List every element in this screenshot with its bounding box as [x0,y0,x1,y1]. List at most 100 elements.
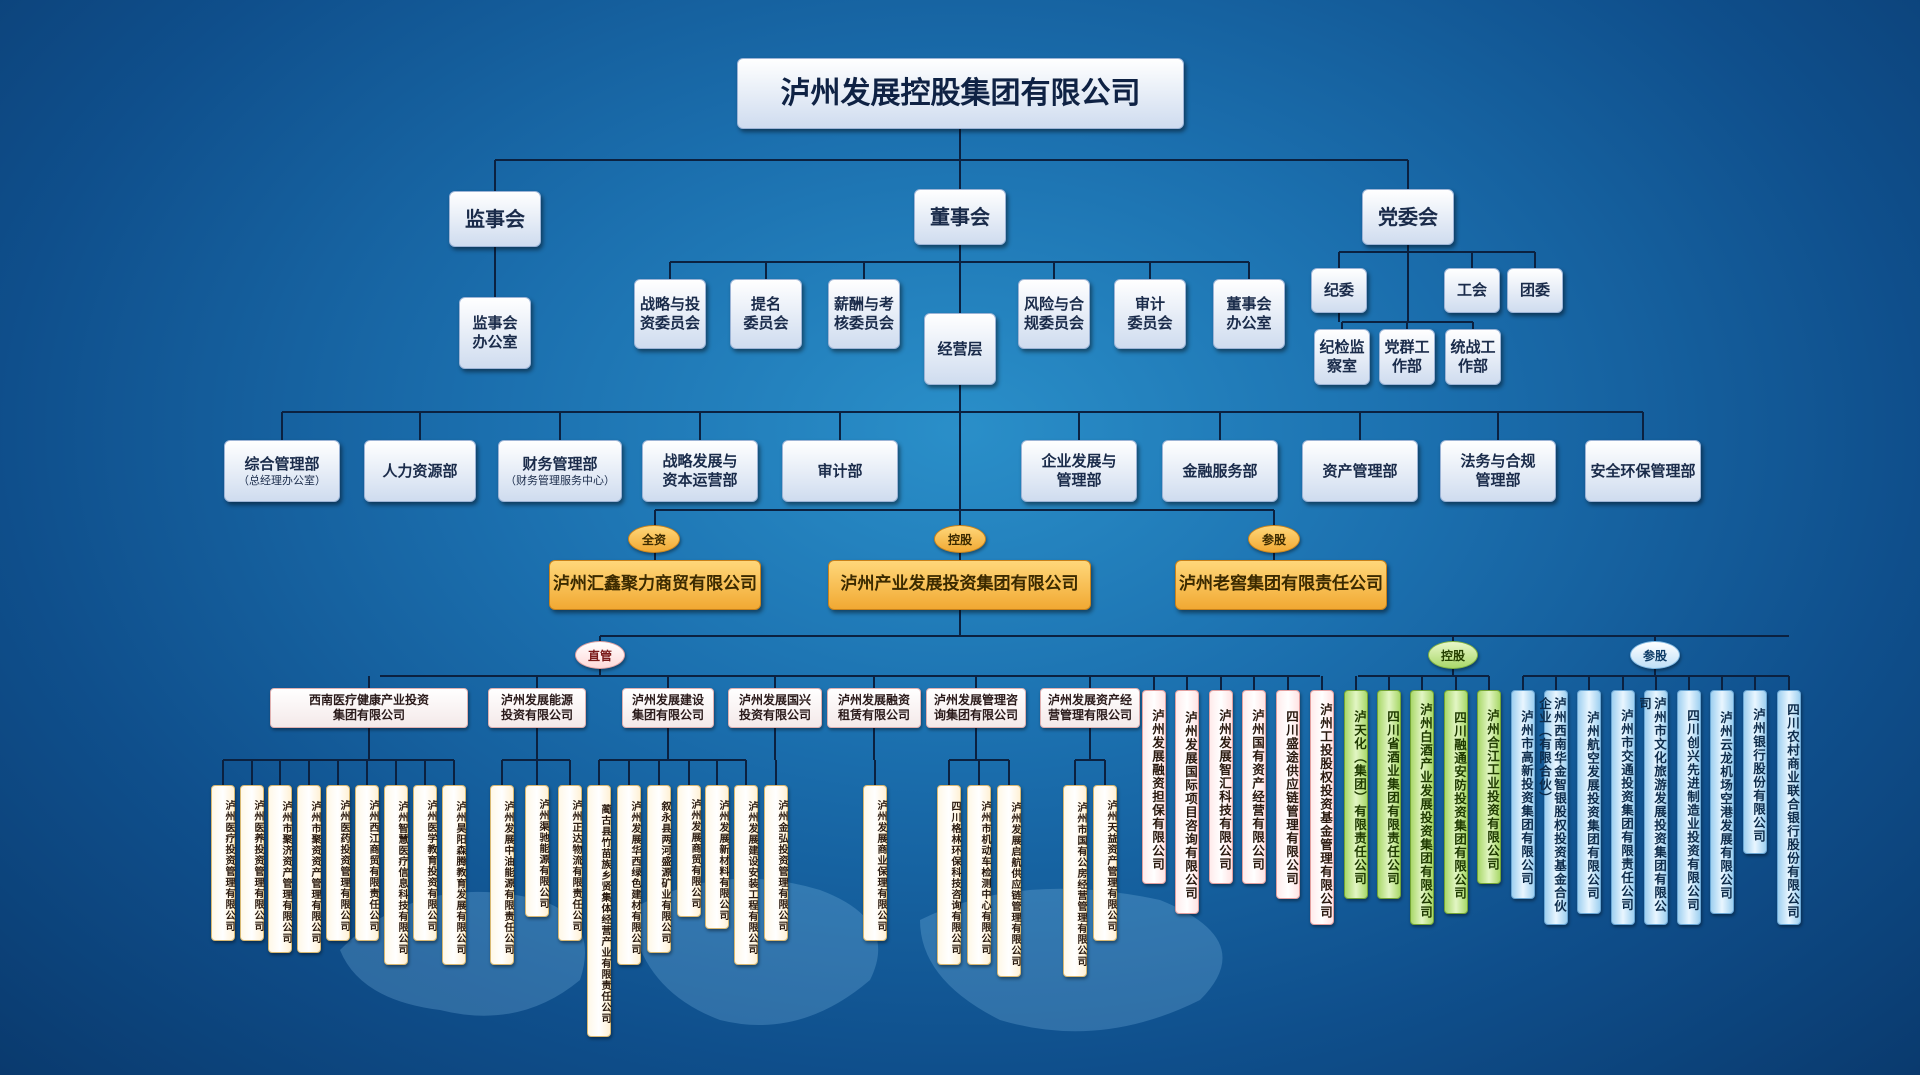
subsidiary-company: 泸州市国有公房经营管理有限公司 [1063,785,1087,977]
holding-company: 四川省酒业集团有限责任公司 [1377,690,1401,899]
subsidiary-group-box: 泸州发展资产经 营管理有限公司 [1040,688,1140,728]
stake-company: 泸州云龙机场空港发展有限公司 [1710,690,1734,914]
committee-box: 董事会 办公室 [1213,279,1285,349]
subsidiary-company: 泸州发展中油能源有限责任公司 [490,785,514,965]
youth-league: 团委 [1507,268,1563,313]
subsidiary-company: 泸州正达物流有限责任公司 [558,785,582,941]
subsidiary-group-box: 西南医疗健康产业投资 集团有限公司 [270,688,468,728]
huixin-company: 泸州汇鑫聚力商贸有限公司 [549,560,761,610]
labor-union: 工会 [1444,268,1500,313]
badge-direct: 直管 [575,641,625,669]
department-name: 综合管理部 [244,454,320,473]
holding-company: 泸州白酒产业发展投资集团有限公司 [1410,690,1434,925]
holding-company: 泸天化（集团）有限责任公司 [1344,690,1368,899]
direct-company: 泸州工投股权投资基金管理有限公司 [1310,690,1334,925]
subsidiary-company: 泸州市聚济资产管理有限公司 [268,785,292,953]
department-box: 综合管理部（总经理办公室） [224,440,340,502]
supervisory-board: 监事会 [449,191,541,247]
committee-box: 战略与投 资委员会 [634,279,706,349]
subsidiary-company: 泸州市聚资资产管理有限公司 [297,785,321,953]
board-of-directors: 董事会 [914,189,1006,245]
department-note: （财务管理服务中心） [505,473,615,487]
stake-company: 泸州西南华金智银股权投资基金合伙企业（有限合伙） [1537,690,1568,925]
department-name: 财务管理部 [522,454,598,473]
united-front-dept: 统战工 作部 [1445,329,1501,385]
subsidiary-company: 泸州发展新材料有限公司 [705,785,729,929]
department-box: 资产管理部 [1302,440,1418,502]
discipline-inspection-office: 纪检监 察室 [1314,329,1370,385]
department-name: 企业发展与 管理部 [1041,452,1117,489]
management-level: 经营层 [924,313,996,385]
stake-company: 泸州市文化旅游发展投资集团有限公司 [1637,690,1668,925]
committee-box: 提名 委员会 [730,279,802,349]
department-name: 金融服务部 [1182,461,1258,480]
group-title-box: 泸州发展控股集团有限公司 [737,58,1184,129]
committee-box: 审计 委员会 [1114,279,1186,349]
stake-company: 泸州银行股份有限公司 [1743,690,1767,854]
department-note: （总经理办公室） [238,473,326,487]
laojiao-group: 泸州老窖集团有限责任公司 [1175,560,1387,610]
subsidiary-company: 泸州西江商贸有限责任公司 [355,785,379,941]
department-name: 战略发展与 资本运营部 [662,452,738,489]
holding-company: 四川融通安防投资集团有限公司 [1444,690,1468,914]
subsidiary-company: 蔺古县竹苗族乡贤集体经营产业有限责任公司 [587,785,611,1037]
department-box: 企业发展与 管理部 [1021,440,1137,502]
department-box: 财务管理部（财务管理服务中心） [498,440,622,502]
direct-company: 泸州发展融资担保有限公司 [1142,690,1166,884]
subsidiary-company: 泸州发展建设安装工程有限公司 [734,785,758,965]
direct-company: 泸州国有资产经营有限公司 [1242,690,1266,884]
subsidiary-company: 泸州医学教育投资有限公司 [413,785,437,941]
subsidiary-company: 泸州智慧医疗信息科技有限公司 [384,785,408,965]
committee-box: 薪酬与考 核委员会 [828,279,900,349]
subsidiary-company: 叙永县两河盛源矿业有限公司 [647,785,671,953]
subsidiary-company: 四川格林环保科技咨询有限公司 [937,785,961,965]
subsidiary-company: 泸州市机动车检测中心有限公司 [967,785,991,965]
industry-investment-group: 泸州产业发展投资集团有限公司 [828,560,1091,610]
direct-company: 泸州发展国际项目咨询有限公司 [1175,690,1199,914]
subsidiary-company: 泸州昊阳森腾教育发展有限公司 [442,785,466,965]
subsidiary-group-box: 泸州发展能源 投资有限公司 [488,688,586,728]
committee-box: 风险与合 规委员会 [1018,279,1090,349]
stake-company: 泸州航空发展投资集团有限公司 [1577,690,1601,914]
department-box: 战略发展与 资本运营部 [642,440,758,502]
badge-holding: 控股 [934,525,986,553]
department-name: 人力资源部 [382,461,458,480]
badge-holding-companies: 控股 [1428,641,1478,669]
stake-company: 泸州市高新投资集团有限公司 [1511,690,1535,899]
stake-company: 四川农村商业联合银行股份有限公司 [1777,690,1801,925]
badge-stake: 参股 [1248,525,1300,553]
subsidiary-company: 泸州天益资产管理有限公司 [1093,785,1117,941]
subsidiary-group-box: 泸州发展建设 集团有限公司 [622,688,714,728]
department-box: 法务与合规 管理部 [1440,440,1556,502]
direct-company: 四川盛途供应链管理有限公司 [1276,690,1300,899]
party-committee: 党委会 [1362,189,1454,245]
subsidiary-company: 泸州金弘投资管理有限公司 [764,785,788,941]
subsidiary-company: 泸州发展商贸有限公司 [677,785,701,917]
department-box: 金融服务部 [1162,440,1278,502]
subsidiary-group-box: 泸州发展管理咨 询集团有限公司 [926,688,1026,728]
subsidiary-company: 泸州发展华西绿色建材有限公司 [617,785,641,965]
subsidiary-company: 泸州渠驰能源有限公司 [525,785,549,917]
subsidiary-company: 泸州发展商业保理有限公司 [863,785,887,941]
subsidiary-company: 泸州医疗投资管理有限公司 [211,785,235,941]
supervisory-office: 监事会 办公室 [459,297,531,369]
stake-company: 泸州市交通投资集团有限责任公司 [1611,690,1635,925]
subsidiary-company: 泸州医药投资管理有限公司 [326,785,350,941]
subsidiary-group-box: 泸州发展国兴 投资有限公司 [728,688,822,728]
department-box: 安全环保管理部 [1585,440,1701,502]
direct-company: 泸州发展智汇科技有限公司 [1209,690,1233,884]
badge-stake-companies: 参股 [1630,641,1680,669]
department-box: 人力资源部 [364,440,476,502]
subsidiary-company: 泸州医养投资管理有限公司 [240,785,264,941]
department-box: 审计部 [782,440,898,502]
stake-company: 四川创兴先进制造业投资有限公司 [1677,690,1701,925]
party-affairs-dept: 党群工 作部 [1379,329,1435,385]
subsidiary-company: 泸州发展启航供应链管理有限公司 [997,785,1021,977]
badge-wholly-owned: 全资 [628,525,680,553]
department-name: 安全环保管理部 [1590,461,1696,480]
subsidiary-group-box: 泸州发展融资 租赁有限公司 [827,688,921,728]
department-name: 资产管理部 [1322,461,1398,480]
discipline-committee: 纪委 [1311,268,1367,313]
holding-company: 泸州合江工业投资有限公司 [1477,690,1501,884]
